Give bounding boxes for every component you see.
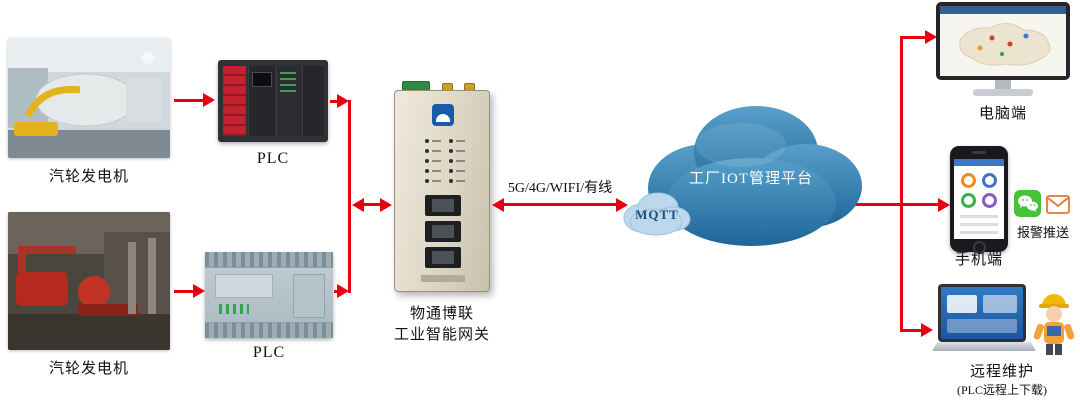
- plc-module: [302, 66, 324, 136]
- list-line: [960, 231, 998, 234]
- plc-terminal-row: [205, 252, 333, 268]
- monitor-screen: [940, 6, 1066, 76]
- plc-label-plate: [215, 274, 273, 298]
- pc-monitor: [936, 2, 1070, 98]
- generator-bottom-label: 汽轮发电机: [48, 361, 129, 377]
- plc-terminal-row: [205, 322, 333, 338]
- phone-screen: [954, 159, 1004, 239]
- plc-top-label: PLC: [256, 150, 290, 167]
- laptop-screen-frame: [938, 284, 1026, 342]
- monitor-base: [973, 89, 1033, 96]
- gateway-name-line1: 物通博联: [409, 306, 474, 322]
- mqtt-protocol-label: MQTT: [635, 207, 679, 222]
- plc-led-strip: [280, 72, 296, 94]
- generator-photo-bottom: [8, 212, 170, 350]
- cloud-platform-label: 工厂IOT管理平台: [689, 171, 813, 187]
- arrowhead-right: [925, 30, 937, 44]
- wechat-icon: [1014, 190, 1041, 217]
- connector-generator-top-plc: [174, 99, 204, 102]
- plc-bottom-label: PLC: [252, 344, 286, 361]
- arrowhead-left: [492, 198, 504, 212]
- plc-led-strip: [219, 304, 249, 314]
- engineer-icon: [1034, 294, 1074, 355]
- gateway-faceplate: [394, 90, 490, 292]
- list-line: [960, 215, 998, 218]
- mqtt-cloud: [623, 192, 691, 236]
- plc-expansion-module: [293, 274, 325, 318]
- connector-cloud-rail: [848, 203, 938, 206]
- monitor-stand: [995, 80, 1011, 89]
- smartphone: [950, 146, 1008, 254]
- pump-plant-illustration: [8, 212, 170, 350]
- phone-speaker: [972, 151, 986, 154]
- gateway-brand-logo: [432, 104, 454, 126]
- plc-red-module: [223, 66, 246, 136]
- gateway-device: [394, 81, 490, 292]
- dashboard-tile: [947, 295, 977, 313]
- arrowhead-right: [616, 198, 628, 212]
- arrowhead-right: [337, 284, 349, 298]
- alarm-push-label: 报警推送: [1016, 225, 1069, 240]
- arrowhead-left: [352, 198, 364, 212]
- arrowhead-right: [193, 284, 205, 298]
- connector-rail-pc: [903, 36, 925, 39]
- chart-donut-icon: [961, 193, 976, 208]
- arrowhead-right: [203, 93, 215, 107]
- phone-app-header: [954, 159, 1004, 166]
- connector-gateway-cloud: [504, 203, 616, 206]
- mail-icon: [1046, 195, 1070, 214]
- link-technology-label: 5G/4G/WIFI/有线: [507, 181, 613, 196]
- gateway-leds-ports: [421, 139, 465, 282]
- chart-donut-icon: [982, 173, 997, 188]
- plc-bottom-device: [205, 252, 333, 338]
- dashboard-tile: [947, 319, 1017, 333]
- laptop: [932, 284, 1036, 356]
- list-line: [960, 223, 998, 226]
- connector-plc-top-bus: [330, 100, 338, 103]
- arrowhead-right: [337, 94, 349, 108]
- gateway-name-line2: 工业智能网关: [393, 327, 490, 343]
- laptop-screen: [941, 287, 1023, 339]
- phone-endpoint-label: 手机端: [954, 252, 1003, 268]
- turbine-hall-illustration: [8, 38, 170, 158]
- connector-plc-bottom-bus: [334, 290, 338, 293]
- map-dashboard-illustration: [940, 6, 1066, 76]
- remote-maintenance-label: 远程维护: [969, 364, 1034, 380]
- arrowhead-right: [921, 323, 933, 337]
- remote-maintenance-sublabel: (PLC远程上下载): [956, 383, 1047, 397]
- arrowhead-right: [380, 198, 392, 212]
- arrowhead-right: [938, 198, 950, 212]
- connector-generator-bottom-plc: [174, 290, 194, 293]
- connector-rail-remote: [903, 329, 921, 332]
- plc-display: [252, 72, 272, 87]
- pc-endpoint-label: 电脑端: [978, 106, 1027, 122]
- endpoint-rail-line: [900, 36, 903, 332]
- chart-donut-icon: [961, 173, 976, 188]
- plc-bus-line: [348, 100, 351, 293]
- generator-top-label: 汽轮发电机: [48, 169, 129, 185]
- connector-bus-gateway: [364, 203, 380, 206]
- plc-top-device: [218, 60, 328, 142]
- phone-home-button: [973, 241, 986, 254]
- generator-photo-top: [8, 38, 170, 158]
- chart-donut-icon: [982, 193, 997, 208]
- laptop-keyboard-base: [932, 342, 1036, 351]
- dashboard-tile: [983, 295, 1017, 313]
